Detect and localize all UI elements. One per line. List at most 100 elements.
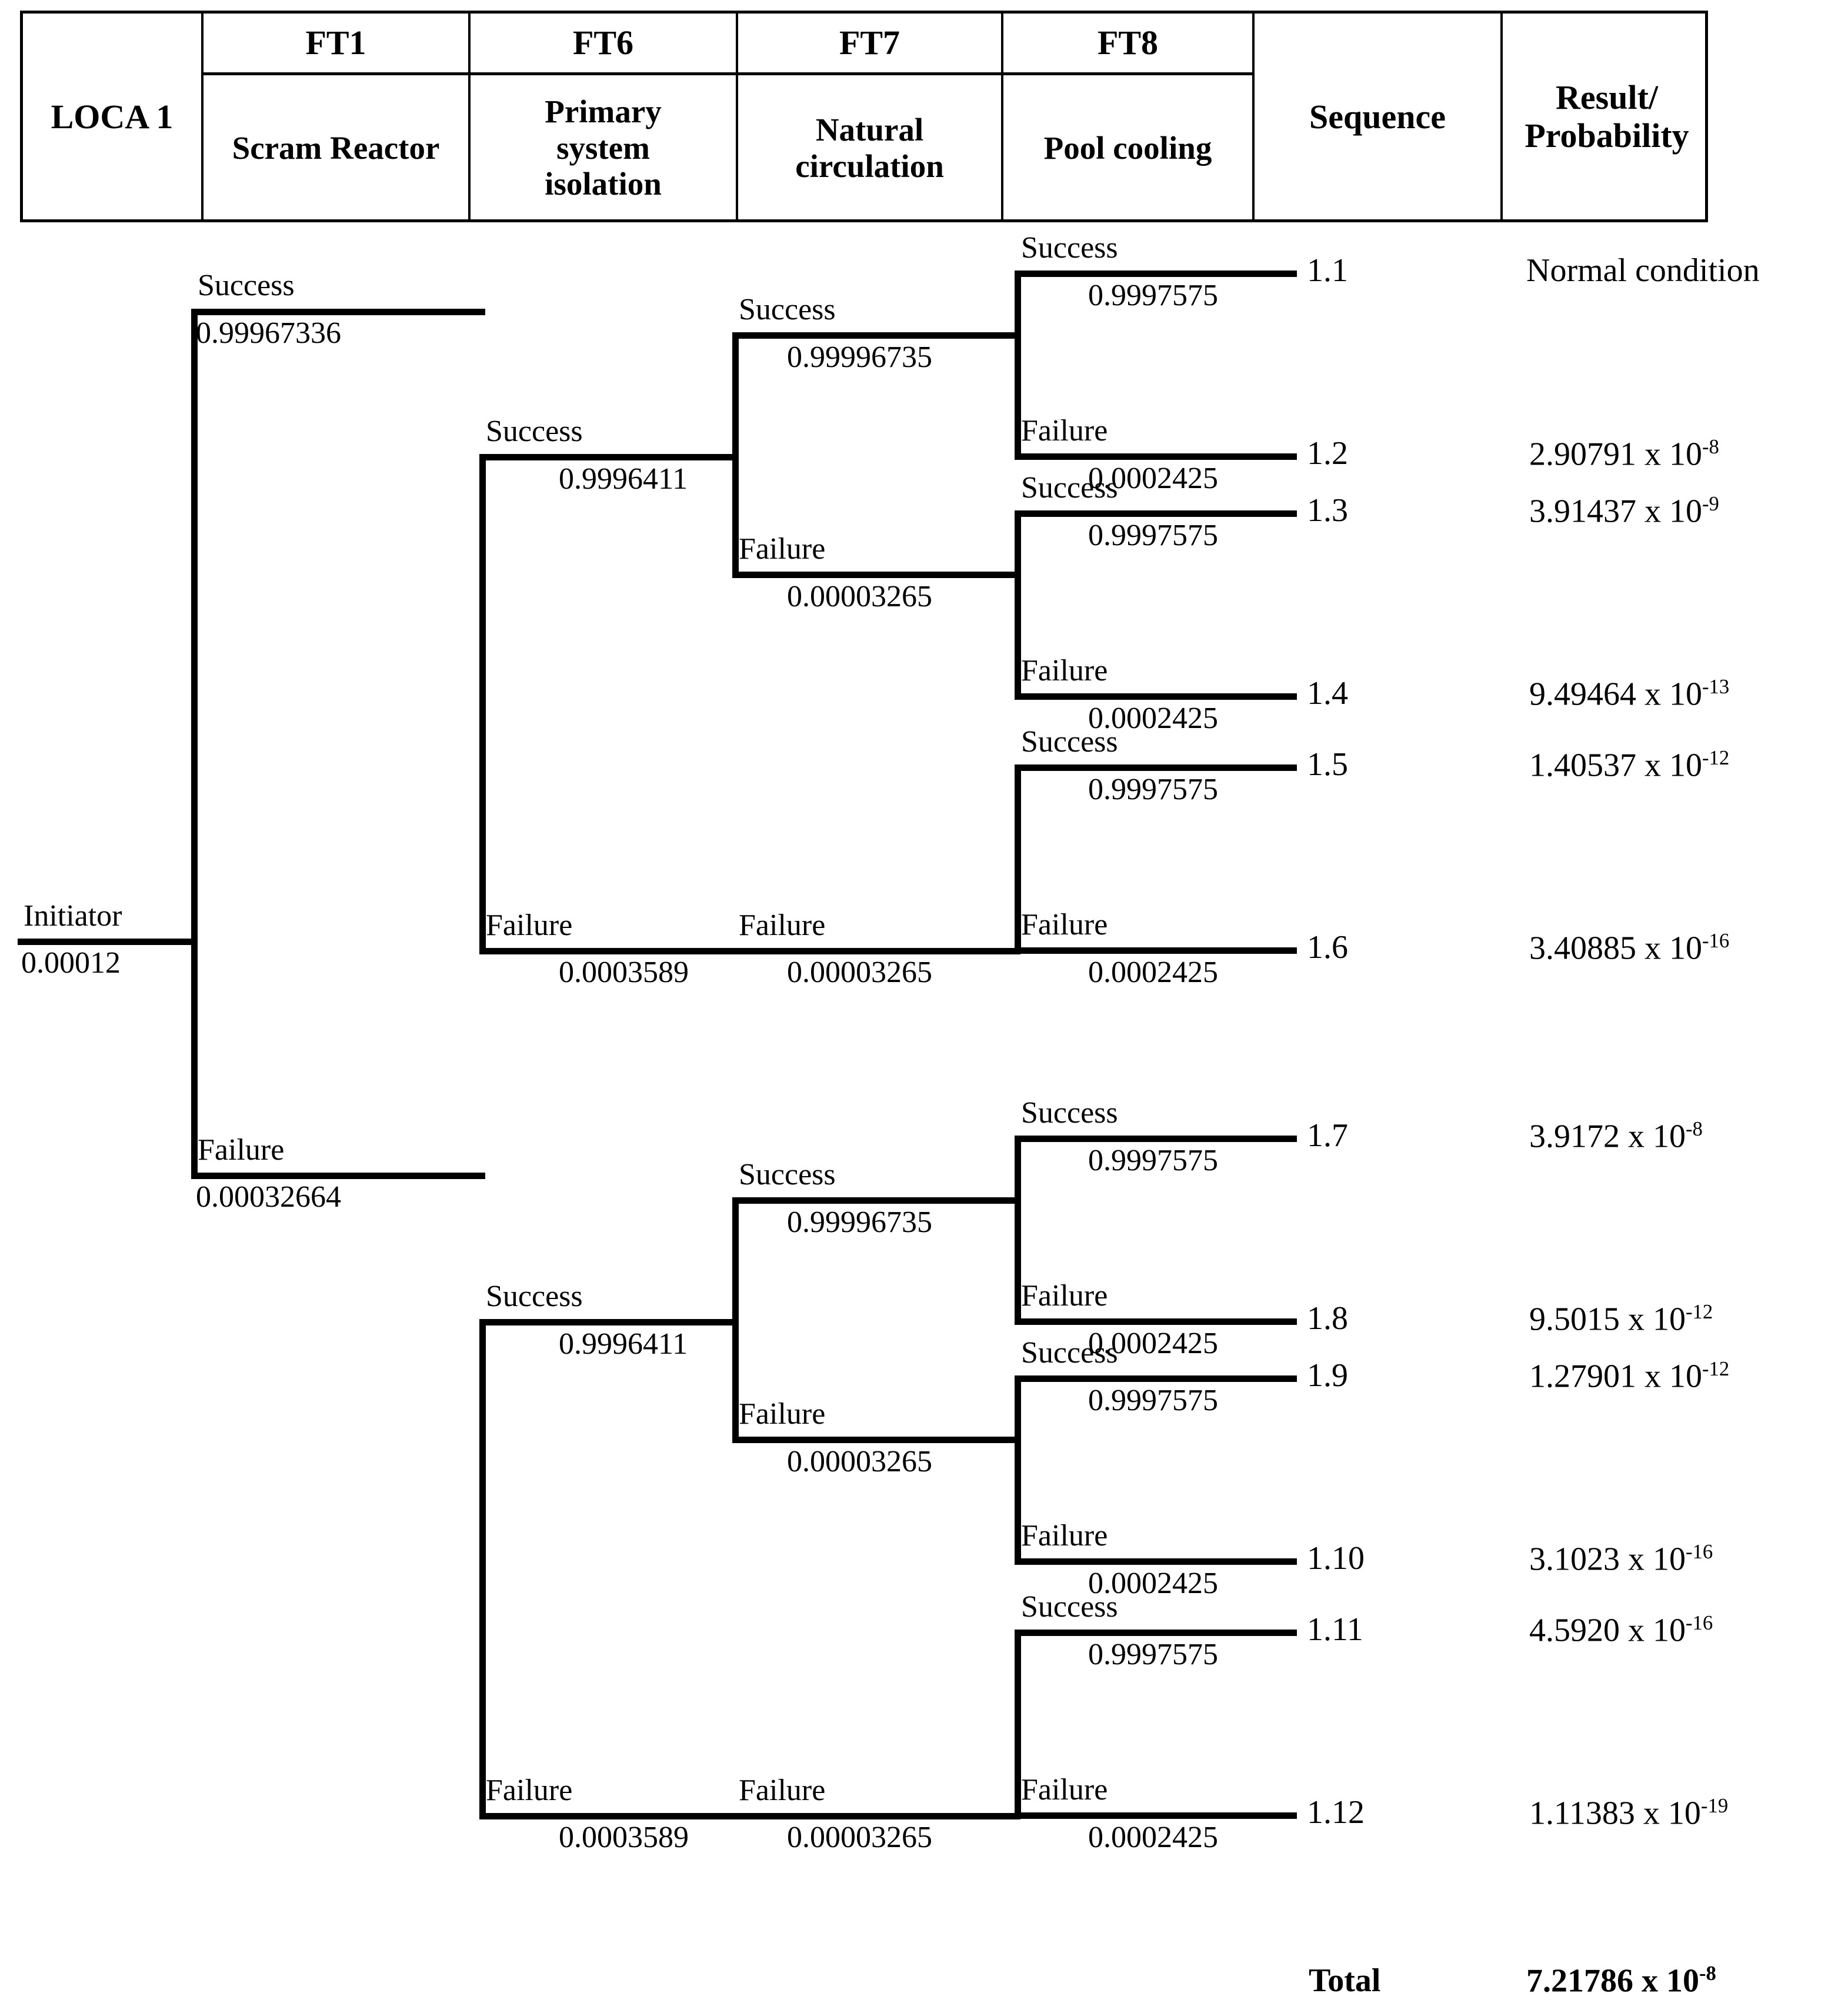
ft7-split2-failure-line [732, 948, 1020, 954]
header-ft6-function: Primary system isolation [545, 94, 662, 202]
ft6-bottom-failure-probability: 0.0003589 [559, 1821, 689, 1854]
result-mantissa-2: 2.90791 [1529, 436, 1636, 473]
result-exponent-5: -12 [1702, 746, 1730, 769]
result-mantissa-6: 3.40885 [1529, 930, 1636, 967]
header-divider-1 [201, 14, 204, 219]
ft8-leaf8-probability: 0.0002425 [1088, 1327, 1218, 1360]
result-mantissa-11: 4.5920 [1529, 1612, 1620, 1649]
result-times-11: x 10 [1620, 1612, 1686, 1649]
result-exponent-2: -8 [1702, 435, 1719, 458]
ft6-top-success-line [479, 454, 738, 460]
event-tree-diagram: Initiator 0.00012 Success 0.99967336 Fai… [0, 233, 1848, 1999]
sequence-number-6: 1.6 [1307, 929, 1348, 966]
ft8-leaf-line-10 [1015, 1558, 1297, 1565]
ft6-bottom-success-label: Success [486, 1280, 583, 1313]
ft6-top-success-probability: 0.9996411 [559, 462, 688, 496]
ft8-leaf5-label: Success [1021, 725, 1118, 759]
event-tree-header-table: LOCA 1 FT1 FT6 FT7 FT8 Scram Reactor Pri… [20, 11, 1708, 222]
ft8-split5-vertical [1015, 1375, 1021, 1565]
header-divider-3 [736, 14, 738, 219]
total-label: Total [1309, 1962, 1381, 1999]
result-value-11: 4.5920 x 10-16 [1529, 1612, 1713, 1649]
ft7-split3-failure-label: Failure [739, 1397, 826, 1431]
header-sequence: Sequence [1309, 97, 1446, 136]
sequence-number-3: 1.3 [1307, 492, 1348, 529]
ft8-leaf4-probability: 0.0002425 [1088, 702, 1218, 735]
ft8-leaf7-label: Success [1021, 1096, 1118, 1130]
result-exponent-3: -9 [1702, 492, 1719, 515]
result-text-1: Normal condition [1526, 252, 1760, 289]
result-mantissa-12: 1.11383 [1529, 1795, 1635, 1832]
result-exponent-12: -19 [1700, 1794, 1729, 1817]
result-mantissa-8: 9.5015 [1529, 1301, 1620, 1338]
header-ft1-code: FT1 [305, 23, 366, 62]
ft7-split4-failure-label: Failure [739, 1774, 826, 1807]
ft8-leaf10-probability: 0.0002425 [1088, 1567, 1218, 1600]
ft8-leaf-line-12 [1015, 1812, 1297, 1819]
initiator-label: Initiator [24, 899, 122, 933]
initiator-probability: 0.00012 [21, 946, 121, 980]
result-times-9: x 10 [1636, 1358, 1702, 1395]
result-exponent-9: -12 [1702, 1357, 1730, 1380]
result-times-4: x 10 [1636, 676, 1702, 713]
result-exponent-6: -16 [1702, 929, 1730, 952]
ft8-leaf2-label: Failure [1021, 414, 1108, 448]
result-value-8: 9.5015 x 10-12 [1529, 1301, 1713, 1338]
header-divider-5 [1252, 14, 1255, 219]
ft8-leaf12-label: Failure [1021, 1773, 1108, 1807]
total-value: 7.21786 x 10-8 [1526, 1962, 1716, 2000]
ft6-top-failure-probability: 0.0003589 [559, 956, 689, 989]
result-mantissa-5: 1.40537 [1529, 747, 1636, 784]
ft8-leaf-line-7 [1015, 1136, 1297, 1142]
ft6-top-success-label: Success [486, 415, 583, 448]
sequence-number-1: 1.1 [1307, 252, 1348, 289]
ft1-failure-line [191, 1173, 485, 1179]
header-result-line2: Probability [1525, 116, 1689, 155]
result-mantissa-4: 9.49464 [1529, 676, 1636, 713]
ft7-split1-failure-probability: 0.00003265 [787, 580, 932, 613]
result-value-9: 1.27901 x 10-12 [1529, 1357, 1730, 1395]
result-times-6: x 10 [1636, 930, 1702, 967]
ft8-leaf12-probability: 0.0002425 [1088, 1821, 1218, 1854]
ft7-split3-success-line [732, 1197, 1020, 1204]
ft7-split3-vertical [732, 1197, 739, 1443]
result-value-7: 3.9172 x 10-8 [1529, 1118, 1703, 1155]
ft8-leaf4-label: Failure [1021, 654, 1108, 687]
header-divider-2 [468, 14, 471, 219]
result-times-2: x 10 [1636, 436, 1702, 473]
result-times-7: x 10 [1620, 1118, 1686, 1155]
result-value-6: 3.40885 x 10-16 [1529, 929, 1730, 967]
result-value-10: 3.1023 x 10-16 [1529, 1541, 1713, 1578]
result-times-10: x 10 [1620, 1541, 1686, 1578]
initiator-line [18, 939, 194, 945]
ft7-split3-success-label: Success [739, 1158, 836, 1191]
result-value-2: 2.90791 x 10-8 [1529, 435, 1719, 473]
result-value-4: 9.49464 x 10-13 [1529, 675, 1730, 713]
result-mantissa-7: 3.9172 [1529, 1118, 1620, 1155]
result-times-5: x 10 [1636, 747, 1702, 784]
header-subrule [201, 72, 1252, 75]
ft8-leaf-line-8 [1015, 1318, 1297, 1325]
result-value-5: 1.40537 x 10-12 [1529, 746, 1730, 784]
result-mantissa-9: 1.27901 [1529, 1358, 1636, 1395]
sequence-number-2: 1.2 [1307, 435, 1348, 472]
ft6-top-failure-line [479, 948, 738, 954]
header-divider-6 [1500, 14, 1503, 219]
ft8-leaf-line-11 [1015, 1630, 1297, 1636]
ft8-leaf9-label: Success [1021, 1336, 1118, 1370]
ft1-failure-probability: 0.00032664 [196, 1180, 341, 1214]
ft8-split1-vertical [1015, 271, 1021, 460]
result-exponent-4: -13 [1702, 675, 1730, 698]
sequence-number-7: 1.7 [1307, 1117, 1348, 1154]
result-times-3: x 10 [1636, 493, 1702, 530]
ft8-leaf6-label: Failure [1021, 908, 1108, 941]
ft8-split2-vertical [1015, 510, 1021, 700]
ft7-split1-vertical [732, 332, 739, 578]
ft7-split2-failure-probability: 0.00003265 [787, 956, 932, 989]
ft1-success-line [191, 309, 485, 315]
ft6-bottom-success-line [479, 1319, 738, 1325]
ft7-split2-failure-label: Failure [739, 909, 826, 942]
ft6-bottom-failure-label: Failure [486, 1774, 573, 1807]
ft6-bottom-failure-line [479, 1813, 738, 1819]
ft8-leaf-line-2 [1015, 453, 1297, 460]
